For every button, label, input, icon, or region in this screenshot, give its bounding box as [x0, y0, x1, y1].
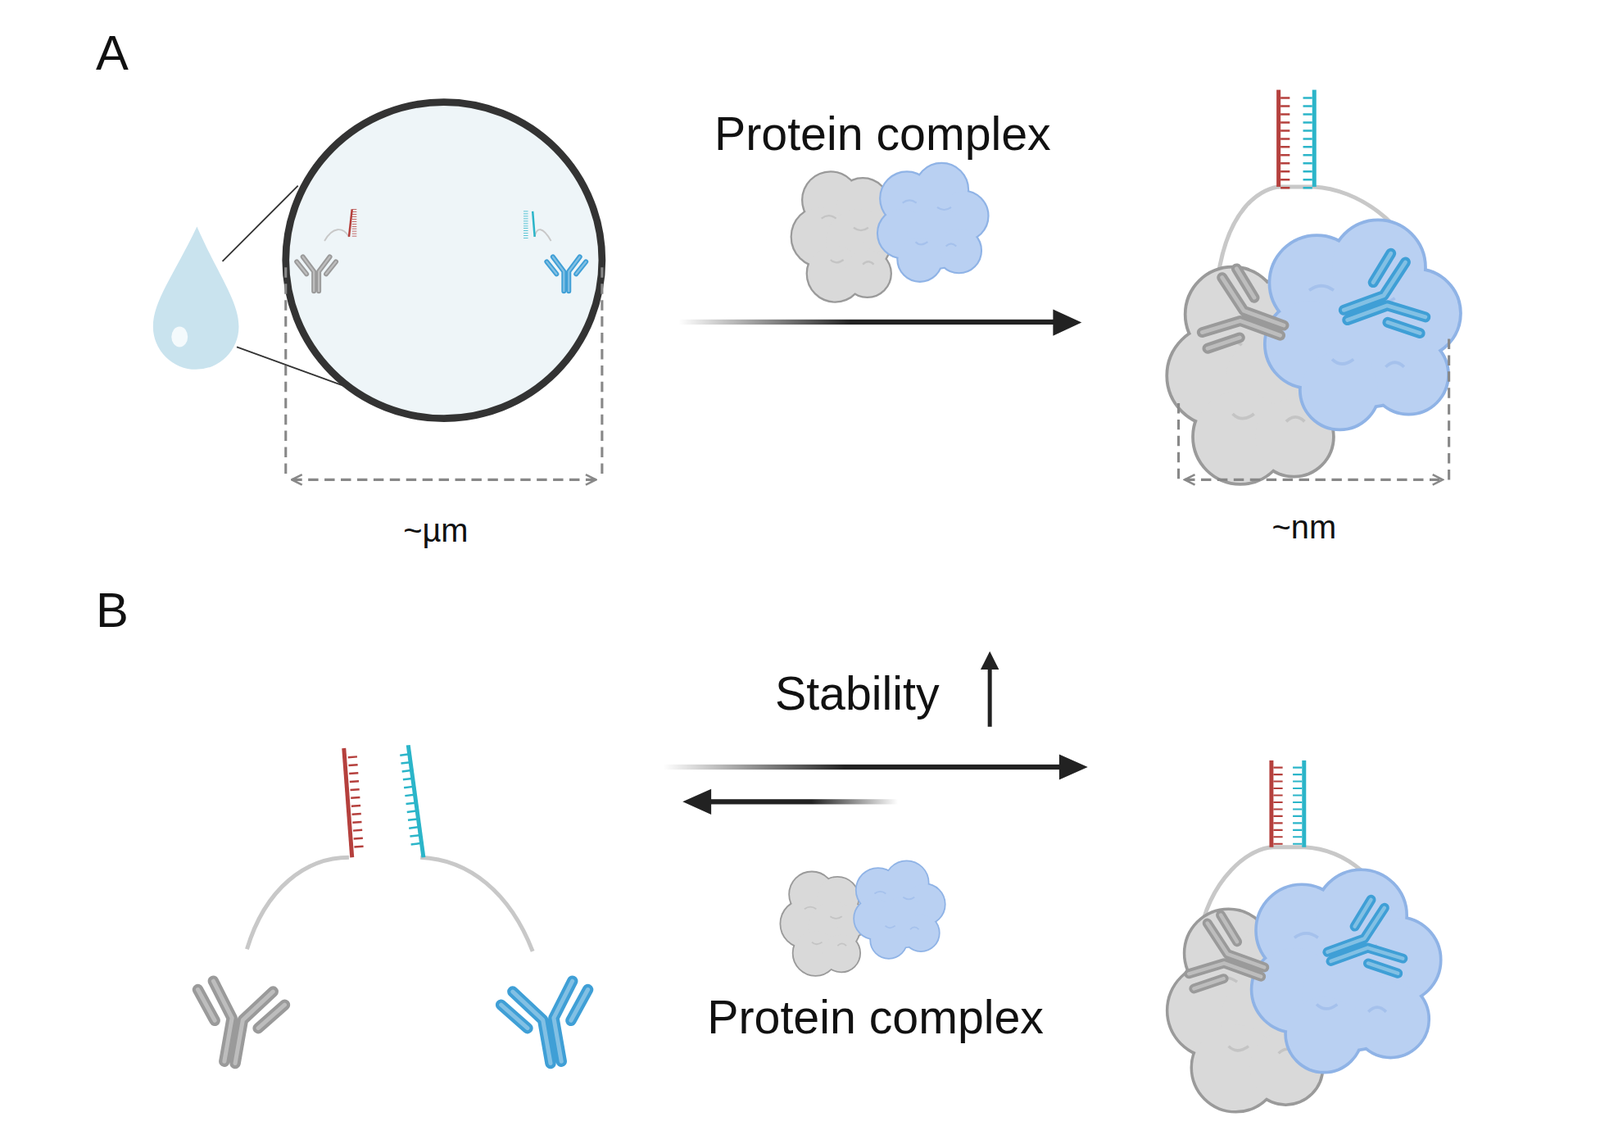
protein-complex-icon: [780, 861, 945, 975]
bound-complex-a: [1168, 90, 1460, 484]
panel-letter: A: [95, 26, 129, 81]
dimension-label: ~nm: [1271, 509, 1337, 546]
protein-complex-label: Protein complex: [714, 108, 1052, 161]
size-bracket-nm: [1178, 339, 1450, 481]
equilibrium-arrows: [663, 651, 1088, 815]
stability-label: Stability: [775, 667, 940, 720]
panel-letter: B: [95, 583, 129, 638]
protein-complex-label: Protein complex: [707, 991, 1044, 1043]
probes-in-compartment: [296, 208, 586, 291]
free-probes: [185, 744, 599, 1070]
bound-complex-b: [1168, 760, 1440, 1111]
compartment-circle: [285, 102, 603, 419]
size-bracket-um: [285, 267, 603, 480]
dimension-label: ~µm: [403, 512, 468, 549]
protein-complex-icon: [792, 163, 989, 302]
reaction-arrow: [678, 308, 1082, 336]
